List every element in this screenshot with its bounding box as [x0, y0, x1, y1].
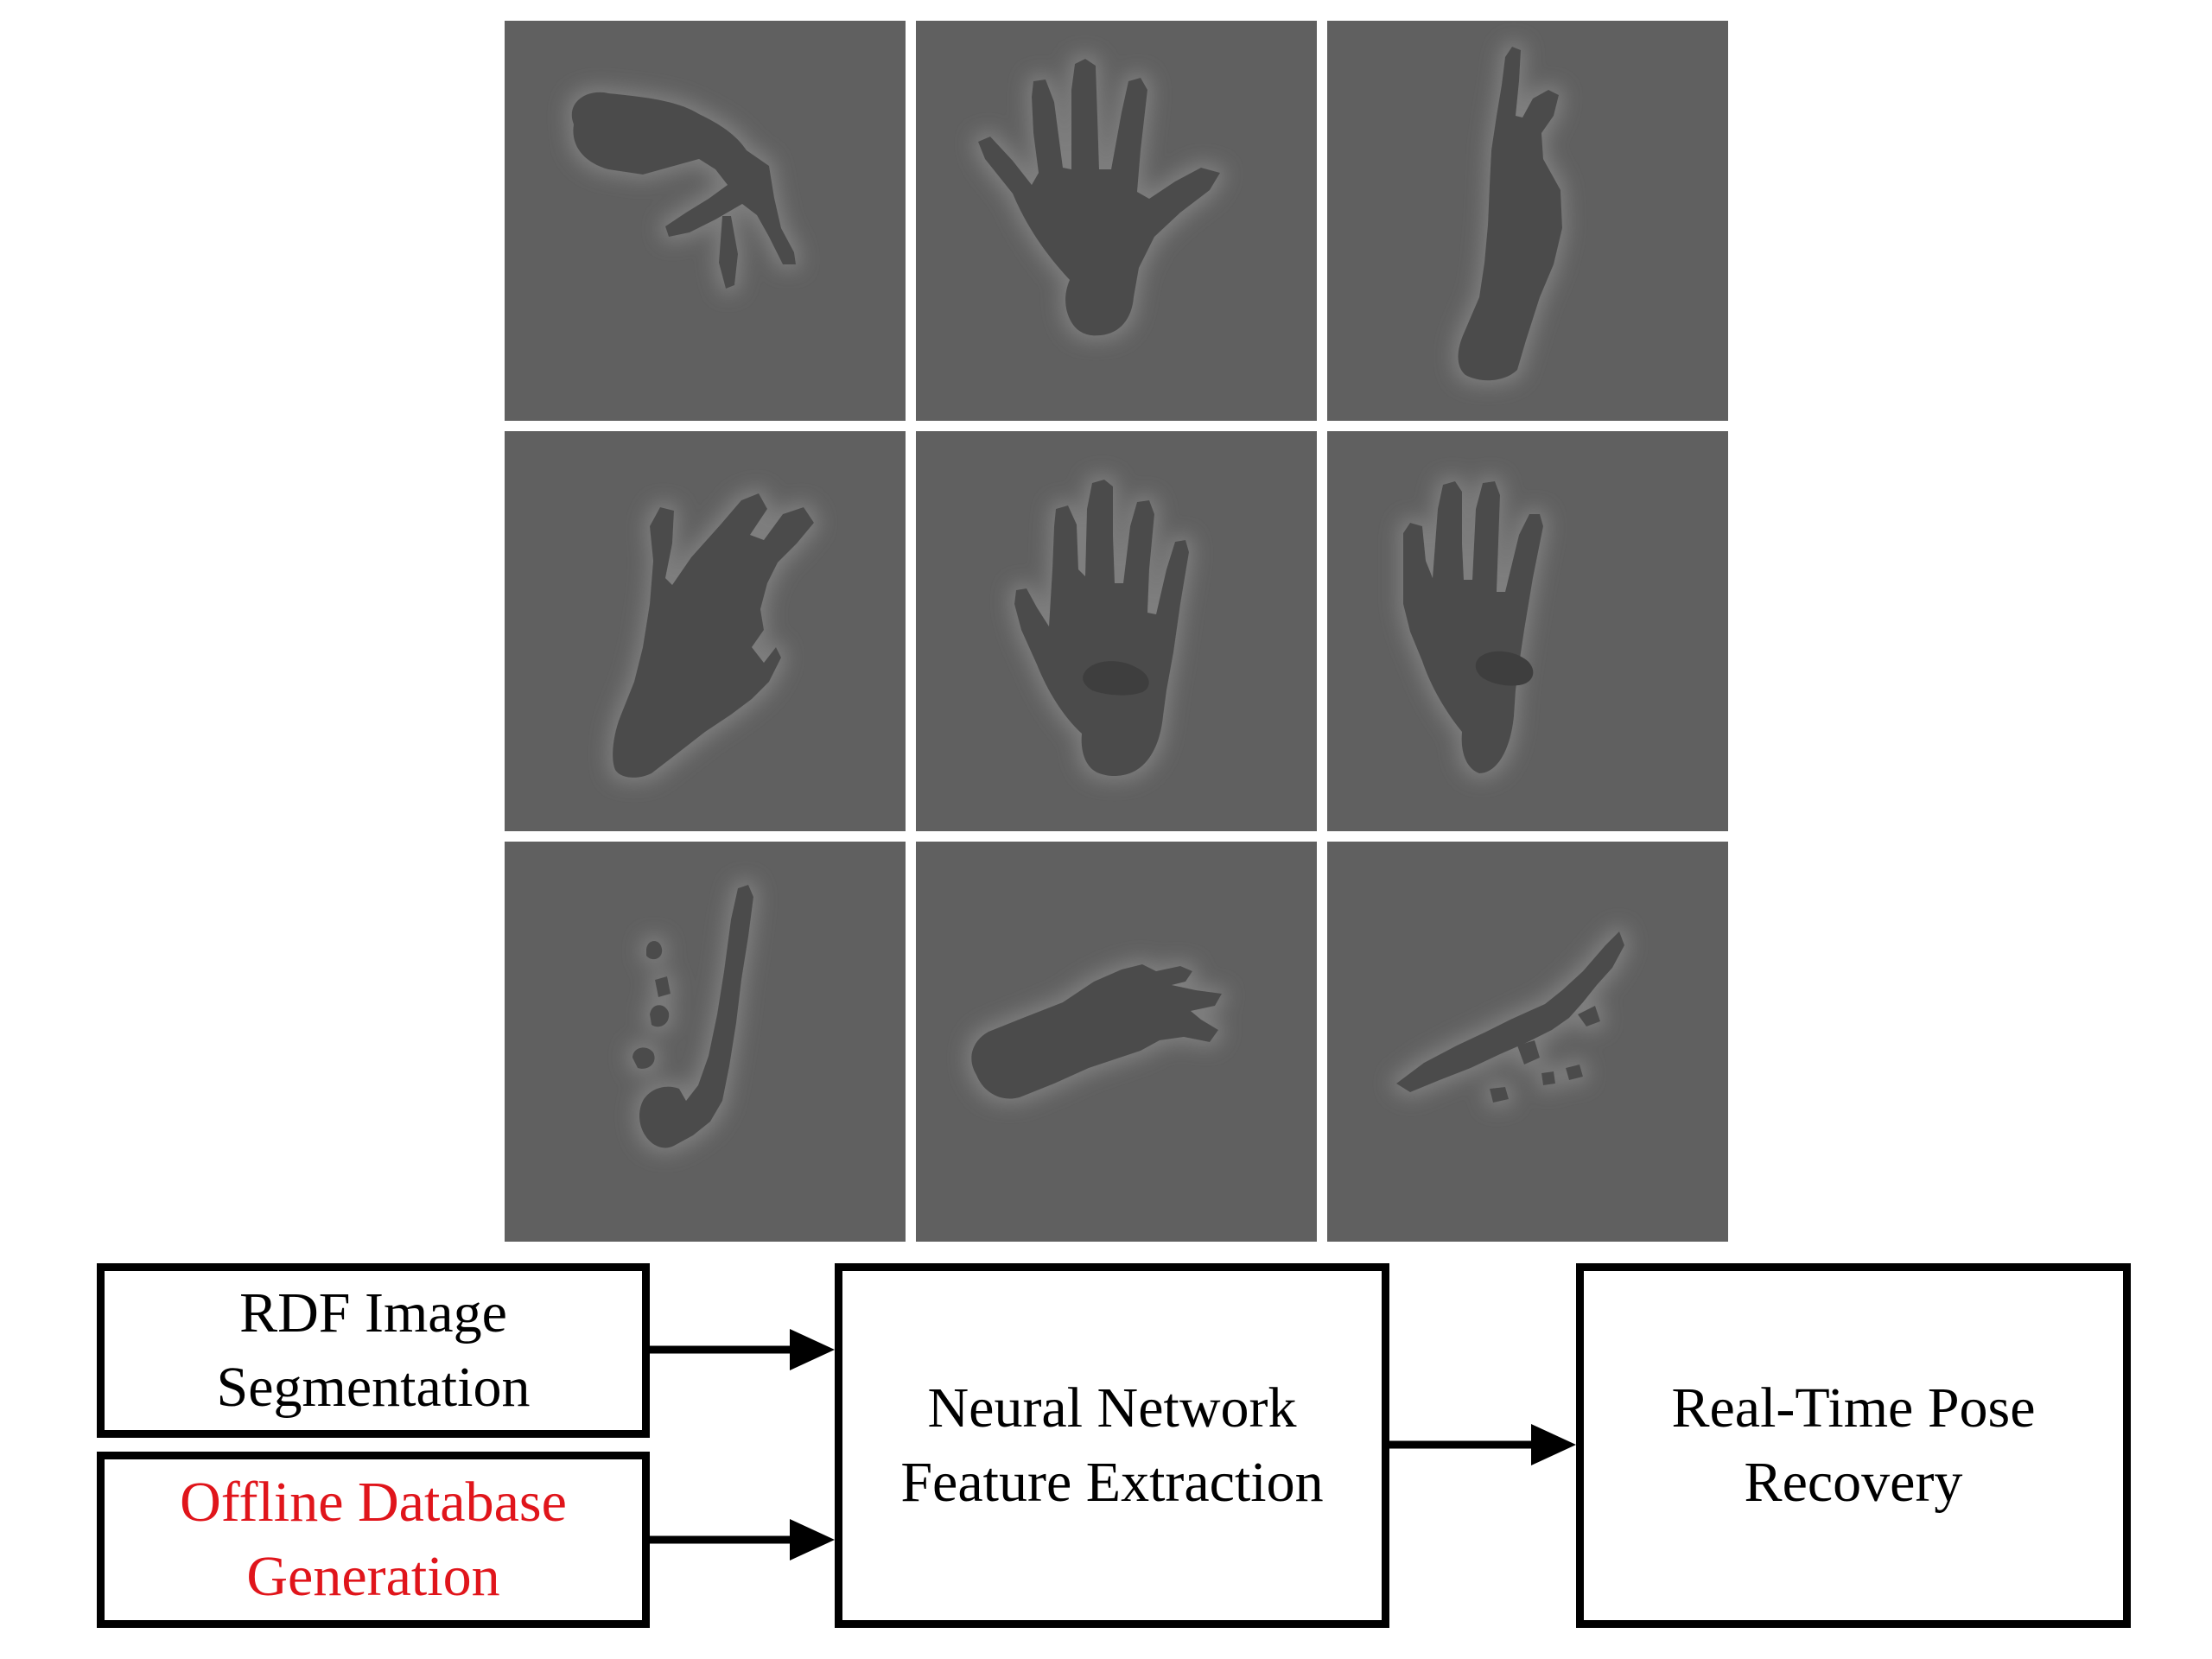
hand-silhouette-curled	[571, 92, 796, 289]
rdf-box-line-2: Segmentation	[216, 1356, 531, 1419]
grid-tile	[505, 842, 906, 1242]
pose-box-line-2: Recovery	[1744, 1451, 1963, 1514]
hand-silhouette-palm-four-right	[1403, 481, 1543, 773]
hand-silhouette-palm-four	[1014, 480, 1189, 777]
hand-shadow-thumb	[1475, 651, 1534, 686]
hand-silhouette-open	[978, 59, 1220, 336]
grid-tile	[1327, 842, 1728, 1242]
offline-database-box: Offline Database Generation	[97, 1452, 650, 1628]
grid-tile	[916, 21, 1317, 421]
grid-tile	[505, 431, 906, 831]
neural-box-line-2: Feature Extraction	[900, 1451, 1324, 1514]
grid-tile	[916, 842, 1317, 1242]
hand-silhouette-pointing-up	[1458, 47, 1562, 381]
tile-background	[1327, 431, 1728, 831]
offline-box-line-2: Generation	[246, 1545, 500, 1608]
hand-silhouette-crossed-fingers	[613, 493, 814, 778]
pose-recovery-box: Real-Time Pose Recovery	[1576, 1263, 2131, 1628]
neural-network-box: Neural Network Feature Extraction	[835, 1263, 1389, 1628]
grid-tile	[505, 21, 906, 421]
pose-box-line-1: Real-Time Pose	[1671, 1376, 2036, 1440]
hand-silhouette-fragmented-vertical	[632, 885, 753, 1148]
offline-box-line-1: Offline Database	[180, 1471, 567, 1534]
grid-tile	[1327, 21, 1728, 421]
rdf-box-line-1: RDF Image	[239, 1281, 507, 1344]
rdf-segmentation-box: RDF Image Segmentation	[97, 1263, 650, 1438]
hand-silhouette-fragmented-flat	[1396, 931, 1624, 1103]
hand-shadow-thumb	[1083, 661, 1149, 696]
tile-background	[505, 842, 906, 1242]
hand-silhouette-flat-pointing	[971, 964, 1222, 1099]
neural-box-line-1: Neural Network	[927, 1376, 1297, 1440]
grid-tile	[1327, 431, 1728, 831]
grid-tile	[916, 431, 1317, 831]
